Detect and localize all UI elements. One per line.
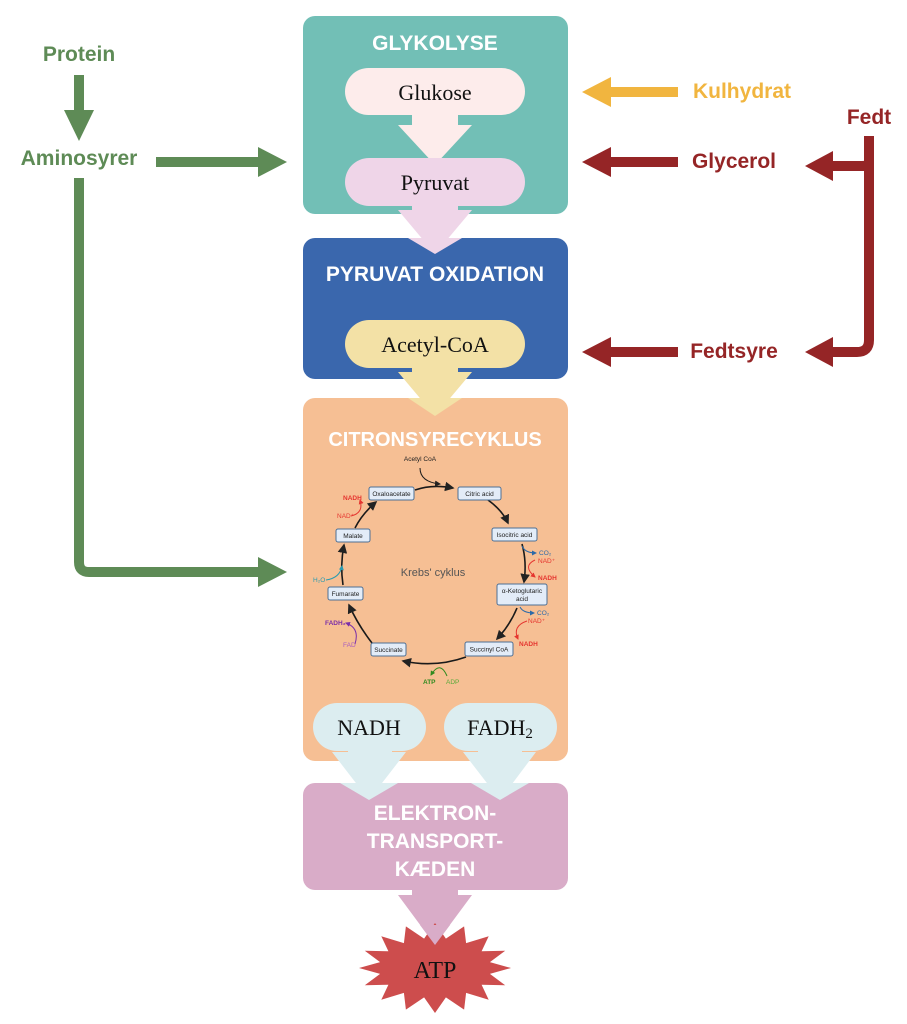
nadh-label: NADH [337, 715, 401, 740]
co2-label-2: CO₂ [537, 610, 550, 617]
citric-cycle-title: CITRONSYRECYKLUS [328, 429, 541, 451]
nadh-arrow-3 [350, 499, 364, 517]
intermediate-succinyl-coa: Succinyl CoA [464, 641, 514, 657]
intermediate-fumarate: Fumarate [327, 586, 364, 601]
fedtsyre-to-oxidation-arrow [582, 337, 678, 367]
co2-arrow-2 [519, 606, 535, 616]
glukose-pill [345, 68, 525, 115]
glukose-to-pyruvat-arrow [398, 112, 472, 165]
svg-text:Malate: Malate [343, 533, 363, 540]
fadh2-arrow [345, 621, 357, 645]
pyruvat-label: Pyruvat [401, 170, 469, 195]
intermediate-citric-acid: Citric acid [457, 486, 502, 501]
svg-text:Succinyl CoA: Succinyl CoA [470, 647, 509, 654]
pyruvate-oxidation-title: PYRUVAT OXIDATION [326, 263, 544, 286]
intermediate-ketoglutaric-acid: α-Ketoglutaric acid [496, 583, 548, 606]
fedt-to-glycerol-arrowhead [805, 151, 833, 181]
fadh2-label: FADH₂ [325, 620, 346, 627]
nadh-to-etc-arrow [332, 740, 406, 800]
atp-label: ATP [414, 958, 457, 984]
atp-starburst [359, 923, 511, 1013]
svg-text:α-Ketoglutaric: α-Ketoglutaric [502, 588, 543, 595]
nadh-arrow-tip [340, 783, 398, 800]
intermediate-malate: Malate [335, 528, 371, 543]
cycle-arrow-succinate-to-fumarate [347, 603, 373, 644]
etc-title-line-3: KÆDEN [395, 858, 476, 881]
etc-to-atp-arrow [398, 880, 472, 945]
fedt-label: Fedt [847, 106, 891, 129]
acetyl-coa-entry-arrow [419, 467, 441, 487]
atp-arrow-tip [420, 925, 450, 945]
glukose-label: Glukose [398, 80, 471, 105]
aminosyrer-to-citric-cycle-arrowhead [258, 557, 287, 587]
h2o-arrow [325, 565, 344, 581]
aminosyrer-to-glycolysis-arrow [156, 147, 287, 177]
atp-arrow [430, 667, 448, 677]
etc-title-line-2: TRANSPORT- [367, 830, 504, 853]
acetyl-to-cycle-arrow [398, 360, 472, 416]
fedtsyre-label: Fedtsyre [690, 340, 778, 363]
krebs-center-label: Krebs' cyklus [401, 567, 466, 579]
intermediate-oxaloacetate: Oxaloacetate [368, 486, 415, 501]
svg-text:Isocitric acid: Isocitric acid [497, 532, 533, 539]
nadh-label-2: NADH [519, 641, 538, 648]
acetyl-coa-label: Acetyl-CoA [381, 332, 489, 357]
nad-label-2: NAD⁺ [528, 618, 545, 625]
atp-label-small: ATP [423, 679, 436, 686]
svg-text:Citric acid: Citric acid [465, 491, 494, 498]
glycerol-to-glycolysis-arrow [582, 147, 678, 177]
acetyl-arrow-tip [408, 398, 462, 416]
fadh2-label: FADH2 [467, 715, 533, 742]
cycle-arrow-malate-to-oxaloacetate [354, 500, 378, 529]
co2-label-1: CO₂ [539, 550, 552, 557]
kulhydrat-label: Kulhydrat [693, 80, 791, 103]
svg-text:Fumarate: Fumarate [332, 591, 360, 598]
fedt-to-fedtsyre-arrowhead [805, 337, 833, 367]
protein-label: Protein [43, 43, 115, 66]
acetyl-coa-entry-label: Acetyl CoA [404, 456, 437, 463]
co2-arrow-1 [521, 545, 537, 556]
nadh-label-3: NADH [343, 495, 362, 502]
intermediate-succinate: Succinate [370, 642, 407, 657]
nadh-arrow-1 [528, 559, 536, 578]
glycolysis-title: GLYKOLYSE [372, 32, 498, 55]
cycle-arrow-citric-to-isocitric [487, 499, 510, 525]
fadh2-arrow-tip [471, 783, 529, 800]
nadh-pill [313, 703, 426, 751]
nadh-arrow-2 [514, 620, 528, 640]
aminosyrer-to-citric-cycle-arrow [74, 178, 262, 577]
pyruvat-to-oxidation-arrow [398, 195, 472, 254]
svg-text:Succinate: Succinate [374, 647, 403, 654]
protein-to-aminosyrer-arrow [64, 75, 94, 141]
nad-label-3: NAD⁺ [337, 513, 354, 520]
svg-text:acid: acid [516, 596, 528, 603]
fad-label: FAD [343, 642, 356, 649]
svg-text:Oxaloacetate: Oxaloacetate [372, 491, 411, 498]
fedt-split-bracket [830, 136, 874, 357]
cycle-arrow-succinyl-to-succinate [401, 656, 467, 668]
electron-transport-box [303, 783, 568, 890]
acetyl-coa-pill [345, 320, 525, 368]
aminosyrer-label: Aminosyrer [21, 147, 138, 170]
fadh2-to-etc-arrow [463, 740, 536, 800]
pyruvat-pill [345, 158, 525, 206]
h2o-label: H₂O [313, 577, 325, 584]
cycle-arrow-fumarate-to-malate [337, 543, 348, 586]
cycle-arrow-oxaloacetate-to-citric [414, 481, 455, 492]
glycerol-label: Glycerol [692, 150, 776, 173]
nadh-label-1: NADH [538, 575, 557, 582]
kulhydrat-to-glycolysis-arrow [582, 77, 678, 107]
pyruvat-arrow-tip [408, 238, 462, 254]
cycle-arrow-ketoglutaric-to-succinyl [495, 607, 518, 641]
nad-label-1: NAD⁺ [538, 558, 555, 565]
intermediate-isocitric-acid: Isocitric acid [491, 527, 538, 542]
adp-label: ADP [446, 679, 459, 686]
fadh2-pill [444, 703, 557, 751]
etc-title-line-1: ELEKTRON- [374, 802, 497, 825]
